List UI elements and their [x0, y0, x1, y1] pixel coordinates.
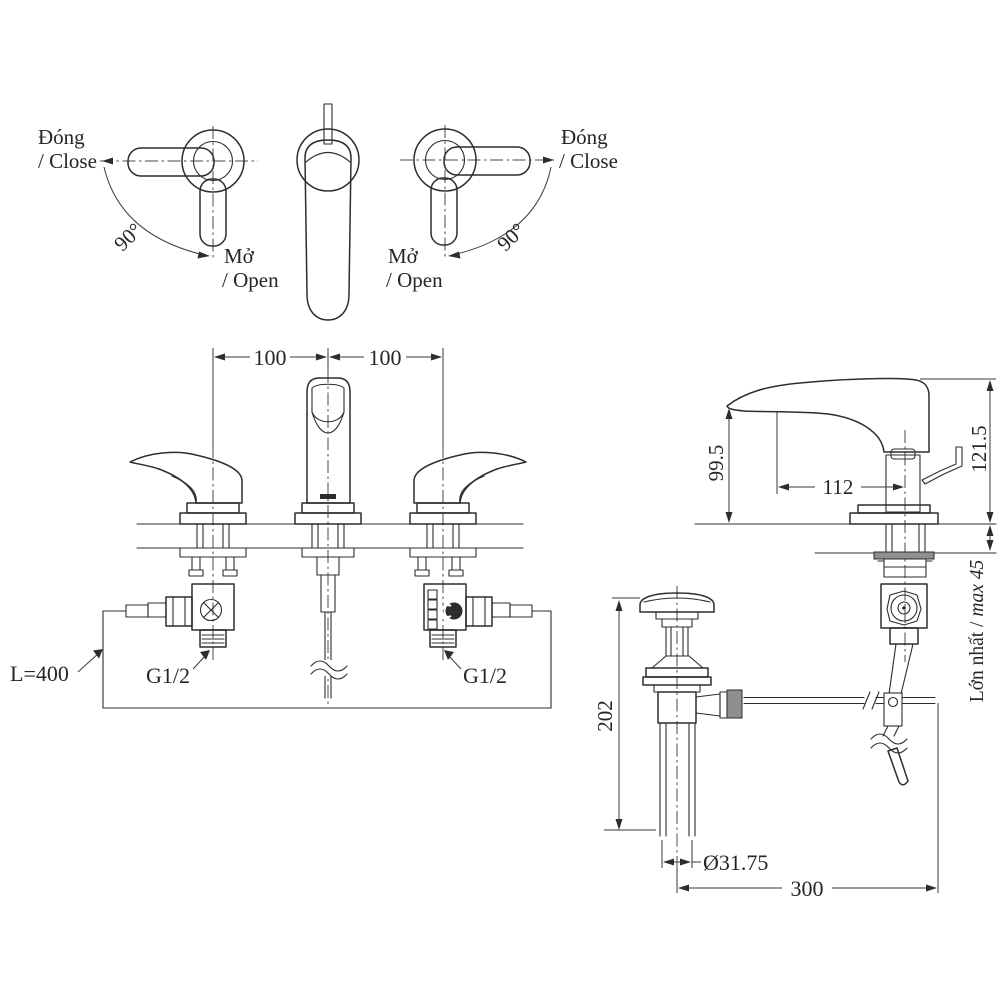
label-open-right-1: Mở: [388, 244, 419, 268]
front-spout: [306, 370, 351, 705]
aerator-mark: [320, 494, 336, 499]
dim-overall-height-text: 121.5: [967, 425, 991, 472]
dim-max-counter: Lớn nhất / max 45: [967, 525, 994, 702]
label-hose-length: L=400: [10, 661, 69, 686]
leader-thread-right: G1/2: [444, 650, 507, 688]
front-left-handle: [129, 445, 243, 660]
front-popup-rod: [301, 547, 355, 699]
dim-spout-reach: 112: [776, 412, 904, 499]
drain-plug-cap: [639, 592, 715, 613]
drain-tee-body: [657, 691, 697, 724]
drain-tailpipe: [659, 722, 696, 837]
indicator-dot: [445, 602, 463, 620]
dim-drain-offset-text: 300: [791, 876, 824, 901]
lift-rod-linkage: [743, 691, 936, 786]
label-close-left-2: / Close: [38, 149, 97, 173]
label-close-right-2: / Close: [559, 149, 618, 173]
dim-overall-height: 121.5: [920, 378, 996, 523]
drain-assembly: [639, 586, 743, 893]
top-view-spout: [296, 103, 360, 321]
dim-spout-height: 99.5: [704, 408, 733, 523]
front-left-valve: [125, 547, 247, 648]
side-view: [694, 377, 997, 695]
dim-handle-spacing: 100 100: [212, 345, 444, 455]
dim-spout-height-text: 99.5: [704, 445, 728, 482]
label-max-counter: Lớn nhất / max 45: [967, 560, 988, 703]
dim-spacing-right: 100: [369, 345, 402, 370]
front-view: 100 100: [10, 345, 552, 709]
label-close-right-1: Đóng: [561, 125, 608, 149]
dim-spout-reach-text: 112: [823, 475, 854, 499]
dim-drain-length: 202: [593, 597, 656, 831]
label-open-left-1: Mở: [224, 244, 255, 268]
mounting-shanks: [196, 523, 460, 549]
leader-thread-left: G1/2: [146, 650, 210, 688]
dim-drain-diameter-text: Ø31.75: [703, 850, 768, 875]
label-thread-left: G1/2: [146, 663, 190, 688]
dim-drain-offset: 300: [676, 703, 939, 901]
label-open-right-2: / Open: [386, 268, 443, 292]
rod-fitting-nut: [726, 689, 743, 719]
label-open-left-2: / Open: [222, 268, 279, 292]
label-close-left-1: Đóng: [38, 125, 85, 149]
front-right-handle: [413, 451, 527, 504]
supply-hose-loop: [102, 610, 552, 709]
label-thread-right: G1/2: [463, 663, 507, 688]
dim-spacing-left: 100: [254, 345, 287, 370]
leader-hose-length: L=400: [10, 649, 103, 686]
dim-drain-diameter: Ø31.75: [661, 840, 768, 875]
front-right-valve: [409, 547, 533, 648]
popup-rod-lower: [887, 747, 909, 786]
popup-lever: [921, 446, 963, 485]
top-view-left-handle: Đóng / Close 90° Mở / Open: [38, 125, 279, 292]
mounting-washer: [873, 551, 935, 560]
dim-drain-length-text: 202: [593, 700, 617, 732]
